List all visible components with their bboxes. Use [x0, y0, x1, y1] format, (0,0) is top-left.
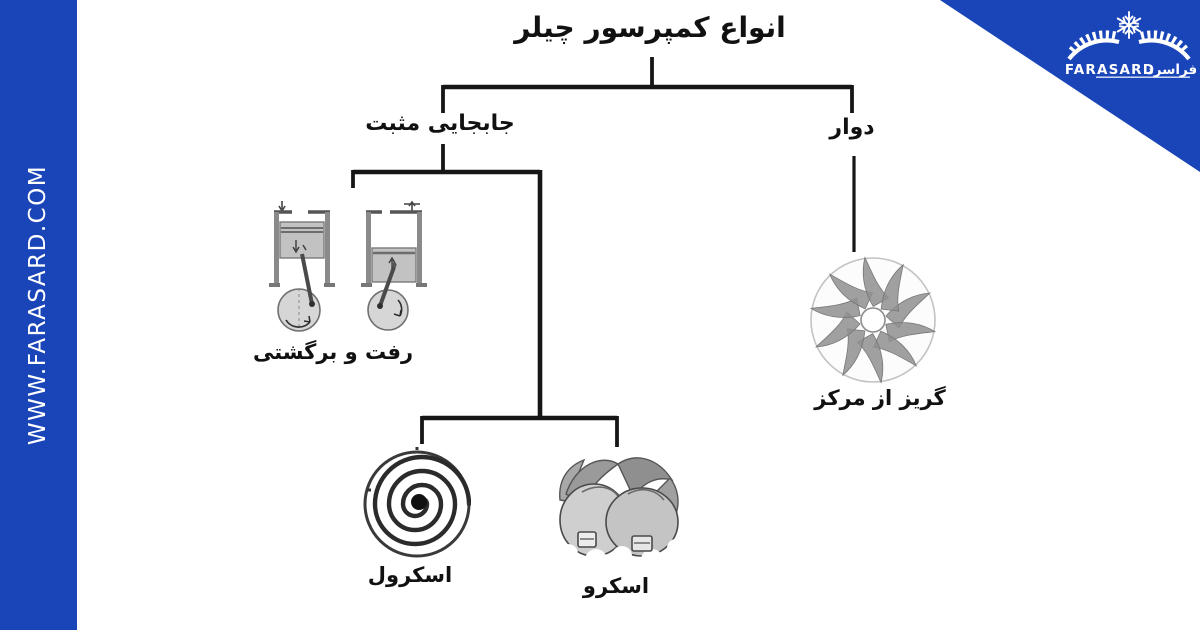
scroll-illustration: [363, 447, 471, 558]
node-reciprocating: رفت و برگشتی: [252, 340, 414, 364]
node-screw: اسکرو: [582, 574, 650, 598]
farasard-logo: FARASARD فراسرد: [1065, 11, 1196, 78]
gear-swoosh-icon: [1067, 30, 1191, 61]
screw-rotor-illustration: [558, 457, 684, 571]
diagram-title: انواع کمپرسور چیلر: [514, 11, 786, 44]
node-positive-displacement: جابجایی مثبت: [365, 111, 515, 136]
logo-latin-text: FARASARD: [1065, 62, 1155, 78]
logo-underline: [1096, 76, 1190, 78]
left-brand-band: WWW.FARASARD.COM: [0, 0, 77, 630]
snowflake-icon: [1116, 11, 1142, 39]
logo-persian-text: فراسرد: [1147, 62, 1196, 78]
node-rotary: دوار: [829, 115, 875, 140]
node-scroll: اسکرول: [367, 563, 453, 587]
reciprocating-illustration: [269, 200, 427, 332]
centrifugal-impeller-illustration: [809, 256, 937, 384]
impeller-blades: [809, 256, 937, 384]
node-centrifugal: گریز از مرکز: [814, 386, 946, 410]
